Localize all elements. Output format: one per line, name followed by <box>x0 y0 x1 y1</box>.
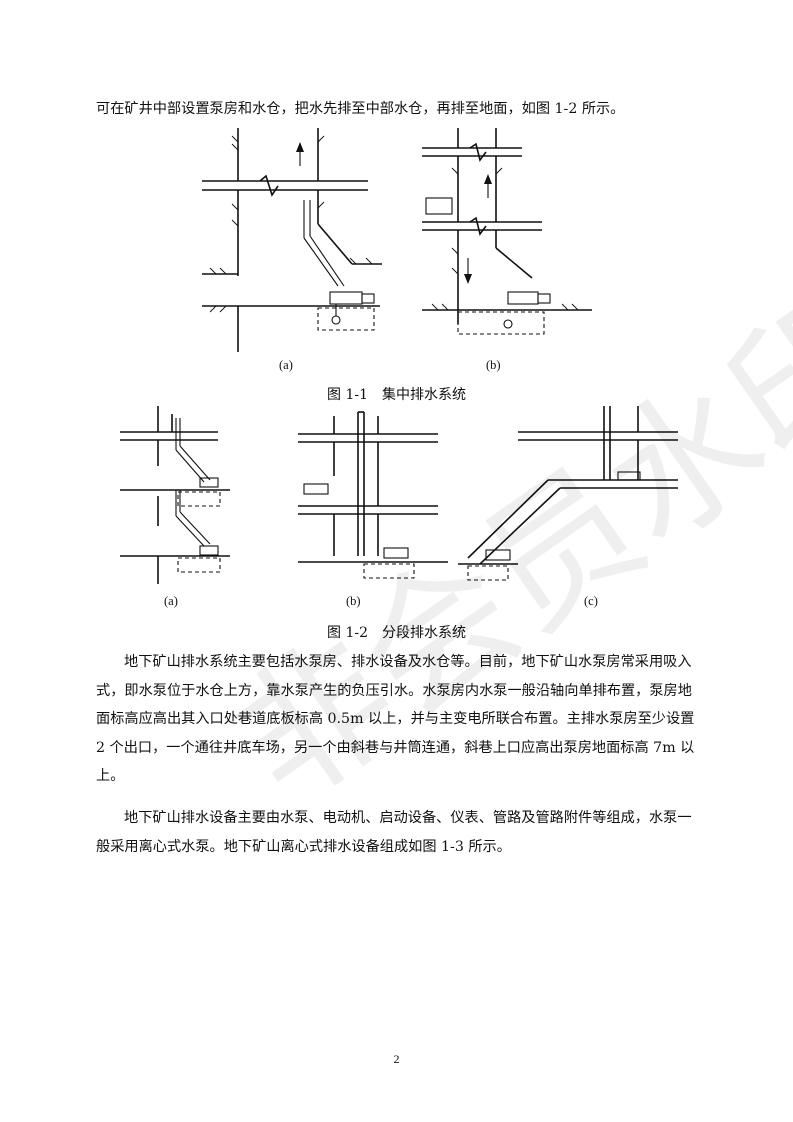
figure-1-2: (a) (b) (c) <box>118 406 678 612</box>
figure-1-2-caption: 图 1-2 分段排水系统 <box>327 625 466 641</box>
figure-1-1a-diagram <box>202 128 382 352</box>
figure-1-2a-label: (a) <box>164 594 178 608</box>
figure-1-2-drawing <box>120 406 678 584</box>
figure-1-1b-label: (b) <box>486 358 501 372</box>
figure-1-2c-diagram <box>458 406 678 581</box>
paragraph-drainage-equipment: 地下矿山排水设备主要由水泵、电动机、启动设备、仪表、管路及管路附件等组成，水泵一… <box>96 810 692 855</box>
figure-1-2c-label: (c) <box>584 594 598 608</box>
paragraph-drainage-system: 地下矿山排水系统主要包括水泵房、排水设备及水仓等。目前，地下矿山水泵房常采用吸入… <box>96 654 695 784</box>
figure-1-1-drawing <box>202 128 592 352</box>
figure-1-1b-diagram <box>422 128 592 335</box>
page-number: 2 <box>393 1052 400 1066</box>
figure-1-2a-diagram <box>120 406 230 584</box>
figure-1-1-caption: 图 1-1 集中排水系统 <box>327 387 466 403</box>
intro-text: 可在矿井中部设置泵房和水仓，把水先排至中部水仓，再排至地面，如图 1-2 所示。 <box>96 101 625 117</box>
figure-1-2b-diagram <box>298 411 448 579</box>
figure-1-1a-label: (a) <box>279 358 293 372</box>
figure-1-1: (a) (b) <box>200 128 594 374</box>
figure-1-2b-label: (b) <box>346 594 361 608</box>
